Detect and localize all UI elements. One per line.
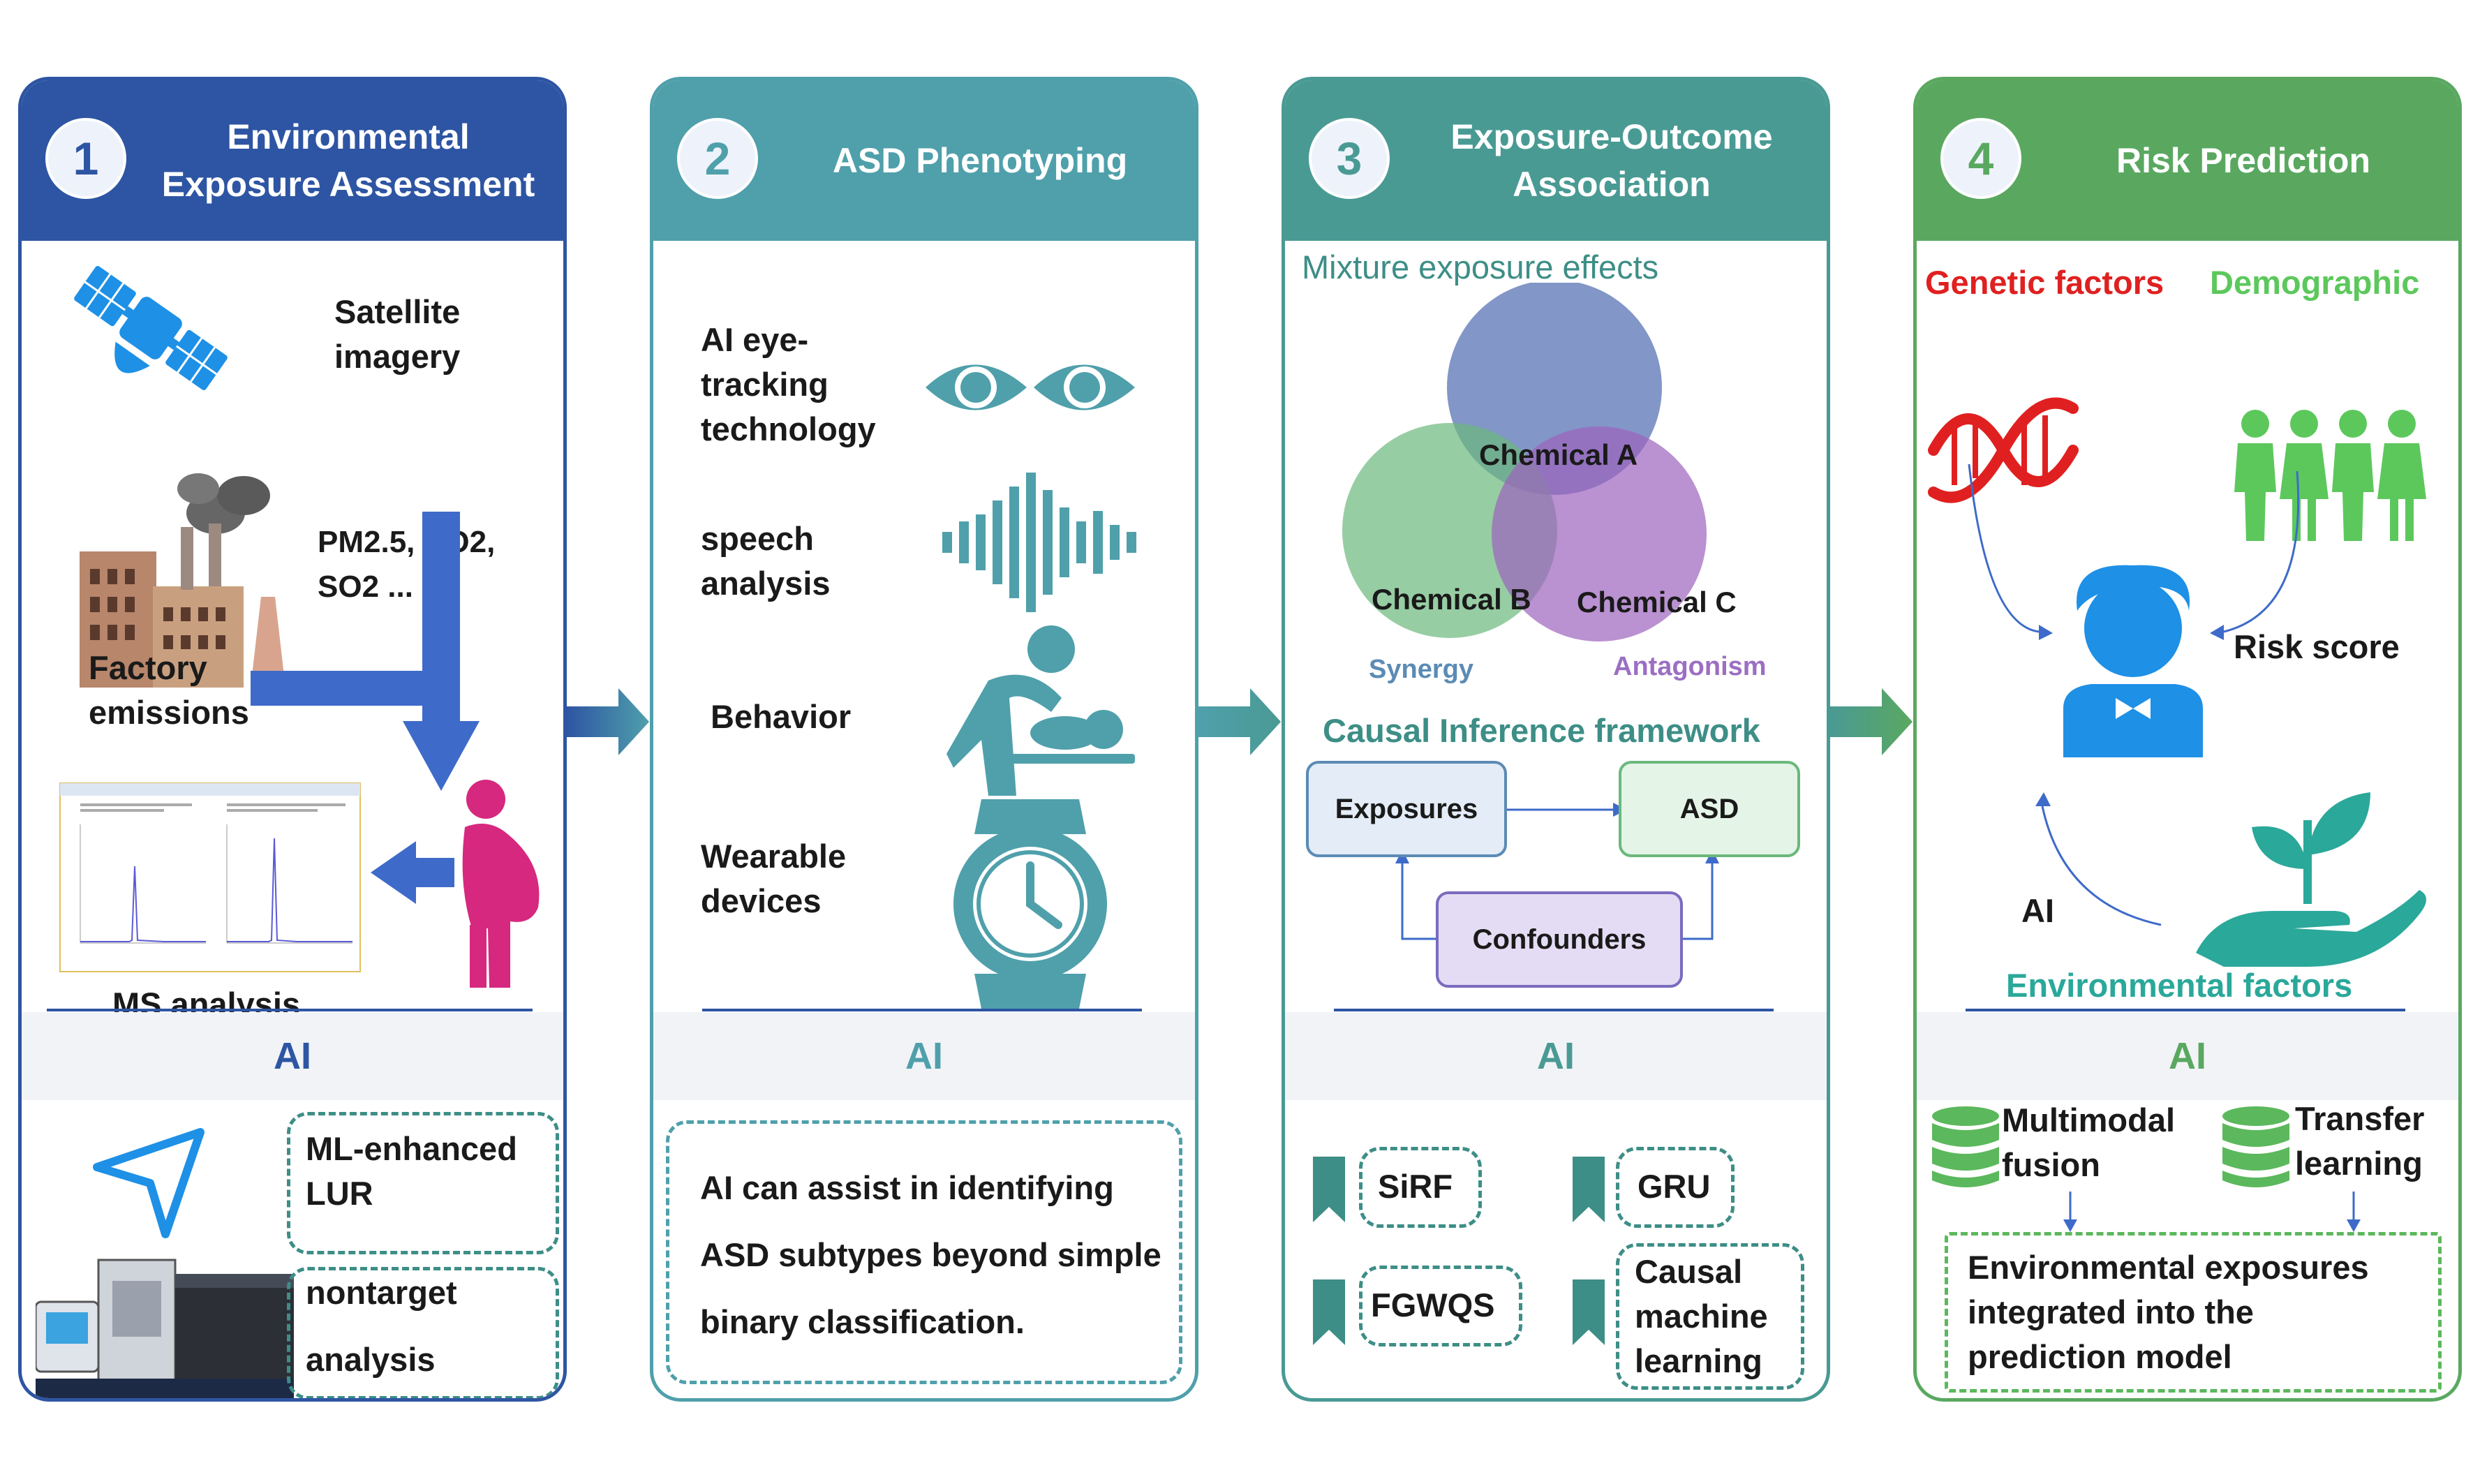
environmental-factors-label: Environmental factors (2006, 967, 2353, 1004)
asd-node: ASD (1619, 761, 1800, 857)
nontarget-box: nontarget analysis (287, 1267, 559, 1398)
step-number: 3 (1309, 118, 1390, 199)
method-label: Causal machine learning (1635, 1253, 1768, 1379)
mass-spectrometer-icon (36, 1259, 294, 1398)
flow-arrow-1 (567, 688, 649, 755)
speech-analysis-label: speech analysis (701, 520, 831, 602)
watch-icon (953, 799, 1107, 1009)
chemical-c-label: Chemical C (1577, 586, 1737, 618)
confounders-node: Confounders (1436, 891, 1683, 988)
navigation-arrow-icon (93, 1128, 205, 1238)
ai-note-text: AI can assist in identifying ASD subtype… (700, 1169, 1161, 1340)
method-box-gru: GRU (1616, 1147, 1735, 1228)
divider (702, 1009, 1142, 1011)
bookmark-icon (1313, 1279, 1345, 1345)
flow-arrow-2 (1198, 688, 1281, 755)
plant-hand-icon (2196, 792, 2426, 967)
behavior-label: Behavior (711, 698, 852, 735)
nontarget-label: nontarget analysis (306, 1274, 457, 1378)
panel-title: Exposure-Outcome Association (1450, 117, 1773, 204)
multimodal-label: Multimodal fusion (2002, 1101, 2176, 1183)
method-box-sirf: SiRF (1359, 1147, 1482, 1228)
synergy-label: Synergy (1369, 655, 1473, 684)
step-number: 1 (45, 118, 126, 199)
ai-label: AI (22, 1012, 563, 1100)
chemical-b-label: Chemical B (1372, 583, 1531, 616)
parent-baby-icon (946, 625, 1135, 796)
divider (1966, 1009, 2405, 1011)
method-box-causal-ml: Causal machine learning (1616, 1243, 1804, 1390)
panel-header: 4 Risk Prediction (1917, 80, 2458, 241)
panel-asd-phenotyping: 2 ASD Phenotyping AI eye- tracking techn… (650, 77, 1198, 1402)
antagonism-label: Antagonism (1613, 652, 1767, 681)
eye-tracking-label: AI eye- tracking technology (701, 321, 876, 447)
causal-framework-title: Causal Inference framework (1323, 712, 1760, 749)
method-box-fgwqs: FGWQS (1359, 1266, 1522, 1346)
method-label: SiRF (1378, 1168, 1453, 1205)
dna-icon (1928, 397, 2079, 503)
transfer-learning-label: Transfer learning (2295, 1100, 2425, 1182)
ai-arrow-label: AI (2021, 892, 2054, 929)
database-icon (1932, 1106, 1999, 1187)
step-number: 2 (677, 118, 758, 199)
panel-title: ASD Phenotyping (832, 141, 1128, 180)
integrated-model-box: Environmental exposures integrated into … (1945, 1232, 2442, 1393)
child-icon (2063, 565, 2203, 757)
satellite-icon (74, 266, 228, 390)
bookmark-icon (1573, 1157, 1605, 1222)
venn-diagram (1342, 283, 1707, 641)
ml-lur-label: ML-enhanced LUR (306, 1130, 517, 1212)
venn-circle-b (1342, 423, 1557, 638)
panel-exposure-outcome: 3 Exposure-Outcome Association Mixture e… (1282, 77, 1830, 1402)
ai-label: AI (1285, 1012, 1827, 1100)
integration-arrows (2063, 1192, 2361, 1232)
integrated-model-text: Environmental exposures integrated into … (1968, 1249, 2369, 1375)
sound-wave-icon (942, 473, 1136, 612)
panel-header: 2 ASD Phenotyping (653, 80, 1195, 241)
satellite-label: Satellite imagery (334, 293, 461, 375)
step-number: 4 (1940, 118, 2021, 199)
eyes-icon (926, 364, 1135, 410)
ai-label: AI (1917, 1012, 2458, 1100)
panel-title: Risk Prediction (2116, 141, 2370, 180)
pregnant-woman-icon (462, 780, 540, 988)
divider (47, 1009, 533, 1011)
genetic-factors-label: Genetic factors (1925, 264, 2164, 301)
wearable-label: Wearable devices (701, 838, 847, 919)
demographic-label: Demographic (2210, 264, 2420, 301)
ai-note-box: AI can assist in identifying ASD subtype… (666, 1120, 1182, 1384)
factory-emissions-label: Factory emissions (89, 649, 249, 731)
factory-icon (80, 473, 285, 688)
mass-spec-chart-icon (59, 782, 361, 972)
method-label: FGWQS (1371, 1286, 1495, 1323)
people-group-icon (2234, 410, 2426, 541)
panel-header: 3 Exposure-Outcome Association (1285, 80, 1827, 241)
risk-flow-arrows (1968, 463, 2300, 926)
ml-lur-box: ML-enhanced LUR (287, 1112, 559, 1254)
bookmark-icon (1313, 1157, 1345, 1222)
exposure-flow-arrows (251, 512, 480, 904)
database-icon (2222, 1106, 2289, 1187)
panel-risk-prediction: 4 Risk Prediction Genetic factors Demogr… (1913, 77, 2462, 1402)
mixture-effects-title: Mixture exposure effects (1302, 248, 1659, 285)
ai-label: AI (653, 1012, 1195, 1100)
panel-exposure-assessment: 1 Environmental Exposure Assessment Sate… (18, 77, 567, 1402)
chemical-a-label: Chemical A (1479, 438, 1638, 471)
bookmark-icon (1573, 1279, 1605, 1345)
divider (1334, 1009, 1774, 1011)
panel-header: 1 Environmental Exposure Assessment (22, 80, 563, 241)
method-label: GRU (1637, 1168, 1711, 1205)
bookmark-icons (1313, 1157, 1605, 1345)
flow-arrow-3 (1830, 688, 1913, 755)
venn-circle-c (1492, 426, 1707, 641)
panel-title: Environmental Exposure Assessment (161, 117, 535, 204)
exposures-node: Exposures (1306, 761, 1507, 857)
risk-score-label: Risk score (2234, 628, 2400, 665)
